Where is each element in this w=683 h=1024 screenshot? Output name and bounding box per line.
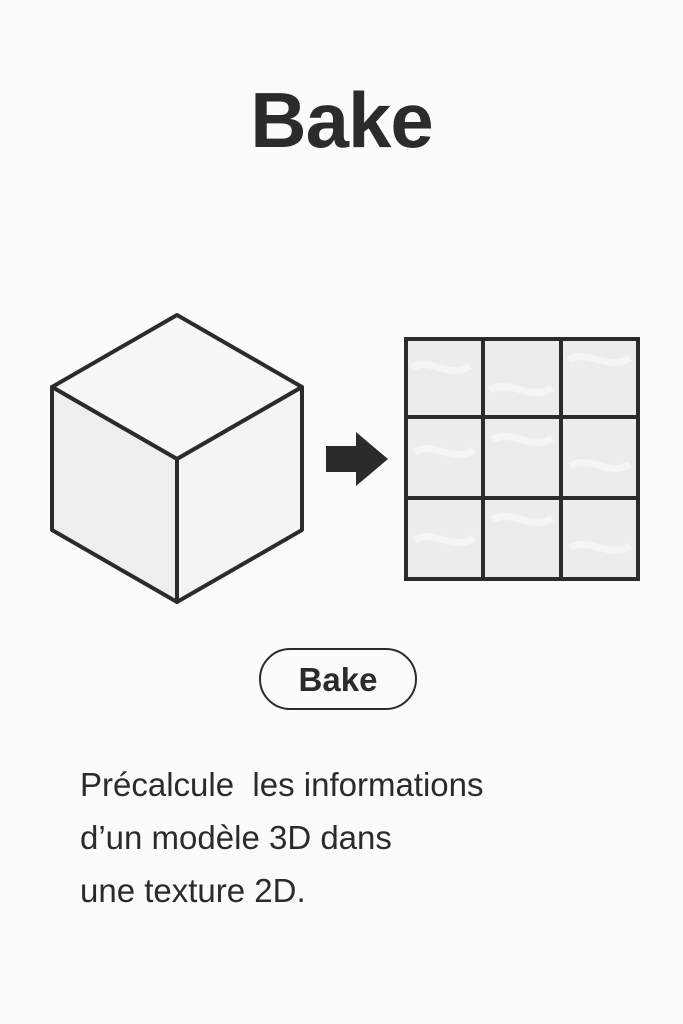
texture-background [406,339,638,579]
description-line-1: Précalcule les informations [80,766,484,803]
bake-button[interactable]: Bake [259,648,417,710]
cube-right-face [175,385,304,604]
texture-grid-icon [404,337,640,581]
description-line-3: une texture 2D. [80,872,306,909]
cube-3d-icon [50,313,304,604]
bake-illustration [50,313,640,604]
description-text: Précalcule les informations d’un modèle … [80,758,620,917]
page-title: Bake [250,76,433,164]
arrow-right-icon [326,432,388,486]
description-line-2: d’un modèle 3D dans [80,819,392,856]
texture-grid-border [404,337,640,581]
